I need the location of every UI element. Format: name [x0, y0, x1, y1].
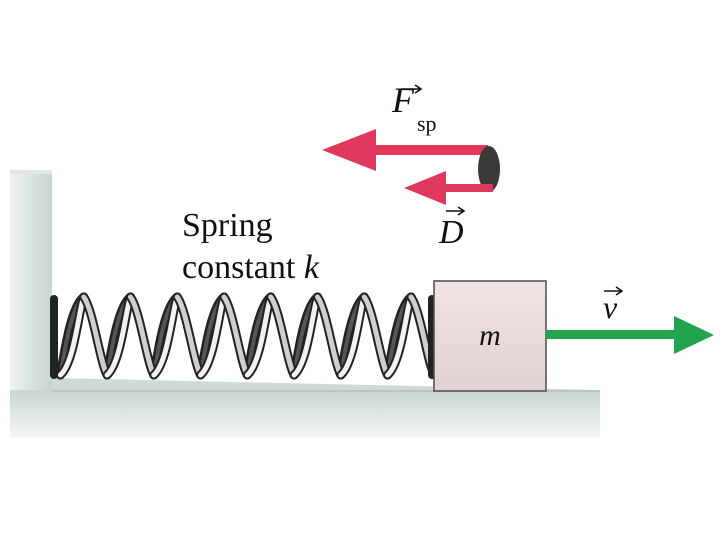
- displacement-label: D: [438, 206, 466, 251]
- spring-constant-text: constant: [182, 249, 304, 286]
- spring-coil: [361, 294, 391, 378]
- spring: [50, 292, 439, 380]
- velocity-vector-arrow-icon: [604, 286, 624, 296]
- floor: [10, 378, 600, 438]
- spring-coil: [221, 294, 250, 378]
- force-symbol: F: [391, 80, 415, 120]
- displacement-vector-arrow-icon: [446, 206, 466, 216]
- spring-label-line2: constant k: [182, 249, 320, 286]
- velocity-arrow: [546, 316, 714, 354]
- mass-block: m: [433, 280, 547, 392]
- spring-force-label: F sp: [391, 80, 437, 136]
- spring-coil: [174, 294, 204, 378]
- spring-coil: [127, 294, 157, 378]
- spring-coil: [268, 294, 297, 378]
- force-vector-arrow-icon: [401, 84, 423, 94]
- spring-force-arrow: [322, 129, 500, 192]
- displacement-symbol: D: [438, 214, 464, 251]
- mass-label: m: [479, 319, 501, 352]
- velocity-symbol: v: [603, 289, 618, 325]
- velocity-label: v: [603, 286, 624, 325]
- spring-coil: [81, 294, 110, 378]
- spring-constant-symbol: k: [304, 249, 320, 286]
- force-subscript: sp: [417, 111, 437, 136]
- spring-label-line1: Spring: [182, 207, 273, 244]
- spring-coil: [314, 294, 344, 378]
- displacement-arrow: [404, 171, 493, 205]
